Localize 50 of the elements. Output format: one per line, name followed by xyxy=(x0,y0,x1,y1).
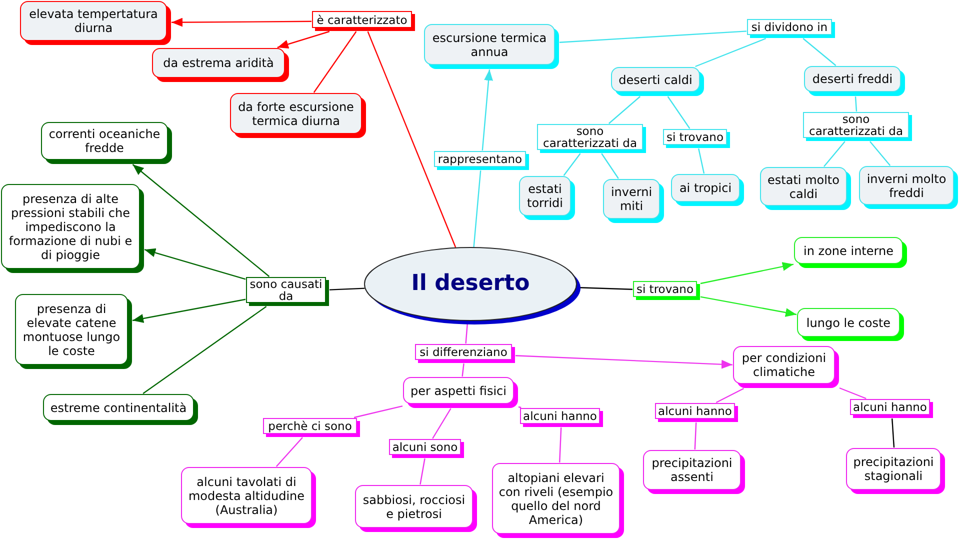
connector-line xyxy=(698,148,705,174)
linking-phrase-box: si trovano xyxy=(663,129,730,148)
linking-phrase-box: alcuni hanno xyxy=(655,403,738,422)
linking-phrase-box: si dividono in xyxy=(747,19,835,38)
connector-line xyxy=(563,153,581,176)
connector-line xyxy=(608,96,640,124)
linking-phrase-box: sono caratterizzati da xyxy=(537,124,646,153)
linking-phrase-box: sono caratterizzati da xyxy=(803,112,912,141)
linking-phrase-box: sono causati da xyxy=(246,277,329,306)
connector-line xyxy=(518,406,522,408)
connector-line xyxy=(559,30,747,43)
connector-line xyxy=(559,427,562,463)
arrow xyxy=(700,262,794,284)
linking-phrase-box: perchè ci sono xyxy=(263,418,360,437)
connector-line xyxy=(329,288,365,290)
connector-line xyxy=(667,96,690,129)
connector-line xyxy=(892,418,895,448)
connector-line xyxy=(367,31,456,248)
arrow xyxy=(700,296,797,317)
arrow xyxy=(132,164,270,277)
connector-line xyxy=(870,141,891,166)
connector-line xyxy=(839,387,866,400)
arrow xyxy=(515,355,733,369)
connector-line xyxy=(695,38,766,68)
linking-phrase-box: rappresentano xyxy=(434,151,529,170)
arrow xyxy=(144,248,246,280)
connector-line xyxy=(601,153,619,179)
connector-line xyxy=(432,408,452,439)
arrow xyxy=(482,69,494,151)
linking-phrase-box: si trovano xyxy=(633,281,700,300)
connector-line xyxy=(313,31,357,93)
arrow xyxy=(172,18,312,27)
arrow xyxy=(132,298,246,323)
connector-line xyxy=(802,38,836,66)
connector-line xyxy=(473,170,482,248)
connector-line xyxy=(462,363,464,377)
linking-phrase-box: è caratterizzato xyxy=(312,11,415,31)
connector-line xyxy=(276,437,303,467)
connector-line xyxy=(854,96,858,112)
connector-line xyxy=(142,306,267,394)
connector-line xyxy=(420,458,426,485)
linking-phrase-box: alcuni hanno xyxy=(520,408,603,427)
connector-line xyxy=(716,388,744,404)
linking-phrase-box: alcuni sono xyxy=(389,439,464,458)
connector-line xyxy=(694,422,697,450)
arrow xyxy=(277,30,330,49)
linking-phrase-box: alcuni hanno xyxy=(850,399,933,418)
connector-line xyxy=(824,141,846,167)
linking-phrase-box: si differenziano xyxy=(415,344,515,363)
connector-line xyxy=(354,406,403,418)
